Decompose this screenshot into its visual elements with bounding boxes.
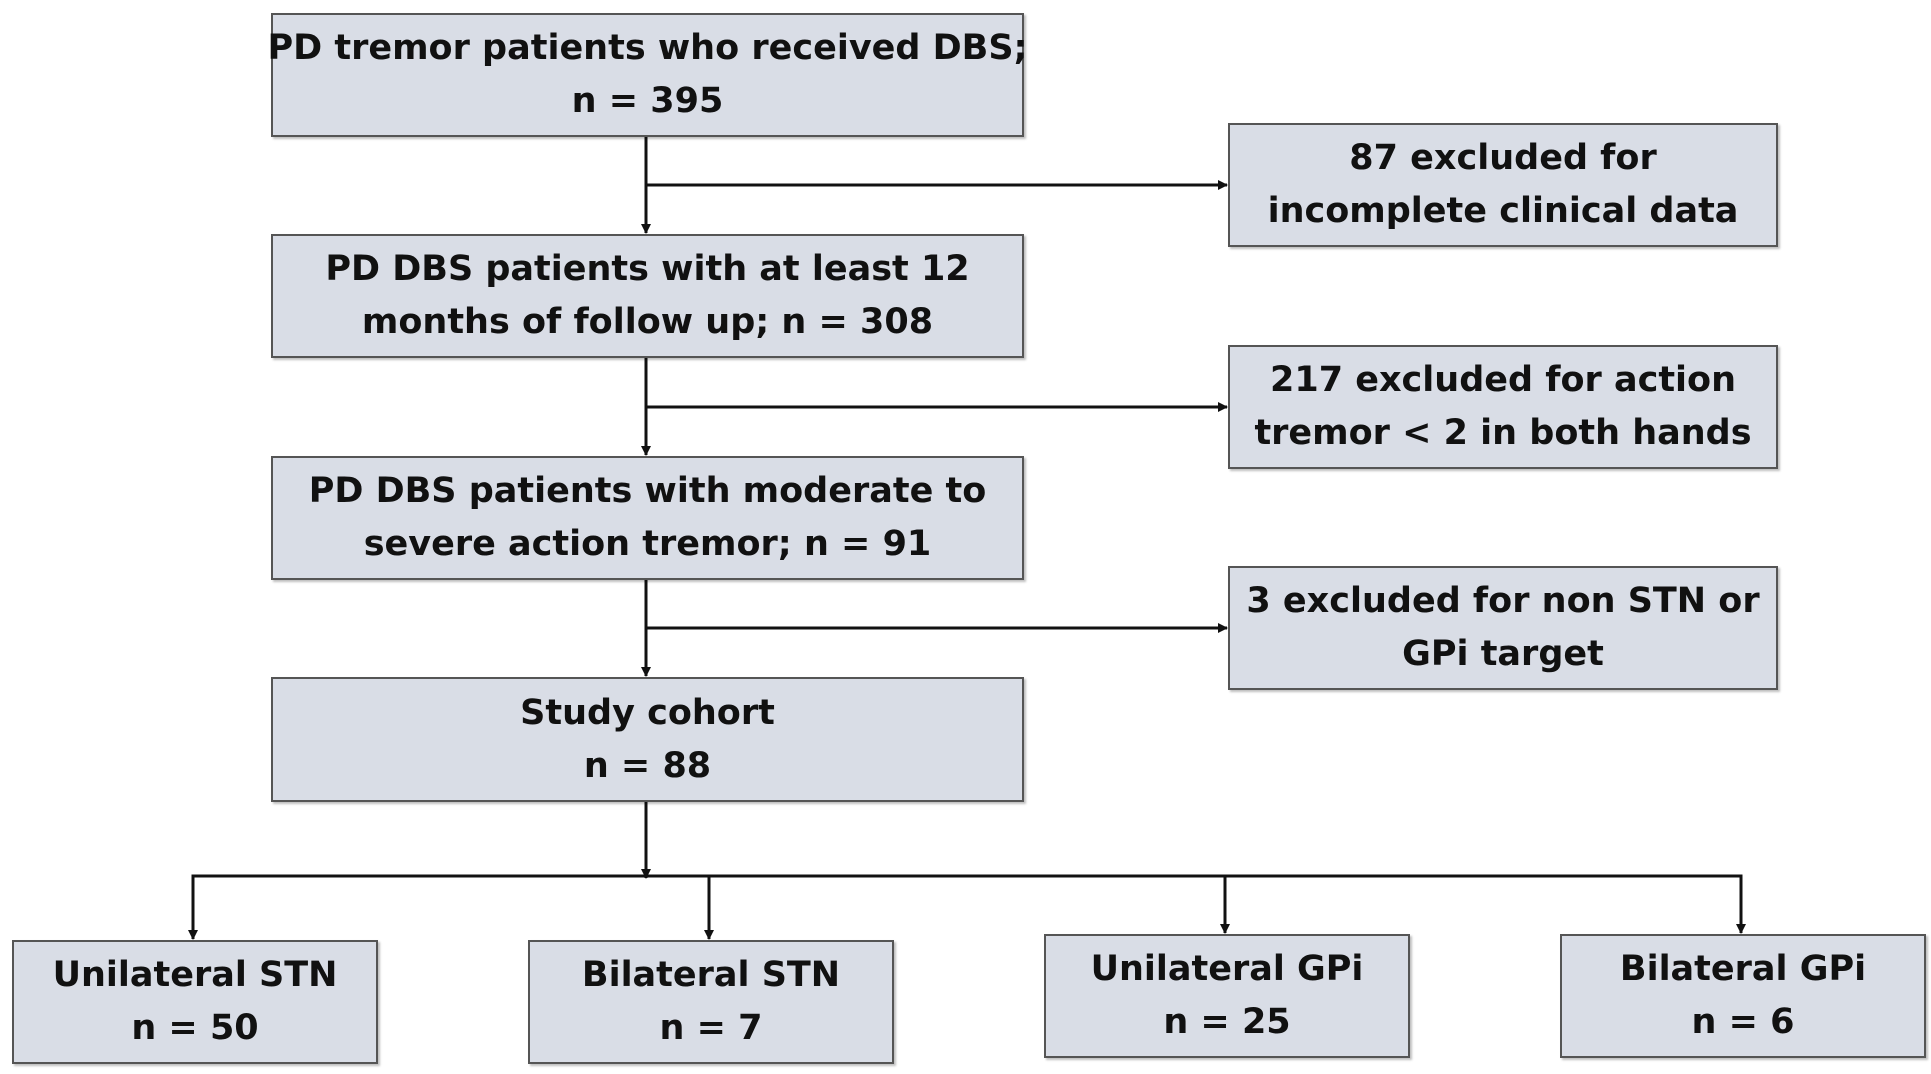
- step-follow-up-box: PD DBS patients with at least 12 months …: [271, 234, 1024, 358]
- group-unilateral-stn-line2: n = 50: [131, 1008, 259, 1048]
- exclusion-target-line1: 3 excluded for non STN or: [1246, 581, 1760, 621]
- exclusion-target-line2: GPi target: [1402, 634, 1604, 674]
- group-bilateral-stn-line1: Bilateral STN: [581, 955, 841, 995]
- study-cohort-line2: n = 88: [583, 745, 712, 786]
- study-cohort-line1: Study cohort: [520, 692, 775, 733]
- exclusion-incomplete-data-box: 87 excluded for incomplete clinical data: [1228, 123, 1778, 247]
- exclusion-target-box: 3 excluded for non STN or GPi target: [1228, 566, 1778, 690]
- group-bilateral-gpi-box: Bilateral GPi n = 6: [1560, 934, 1926, 1058]
- group-unilateral-stn-line1: Unilateral STN: [52, 955, 338, 995]
- group-bilateral-stn-box: Bilateral STN n = 7: [528, 940, 894, 1064]
- group-bilateral-stn-line2: n = 7: [659, 1008, 763, 1048]
- exclusion-incomplete-data-line1: 87 excluded for: [1349, 138, 1657, 178]
- study-cohort-box: Study cohort n = 88: [271, 677, 1024, 802]
- group-bilateral-gpi-line2: n = 6: [1691, 1002, 1795, 1042]
- group-bilateral-gpi-line1: Bilateral GPi: [1619, 949, 1867, 989]
- exclusion-action-tremor-box: 217 excluded for action tremor < 2 in bo…: [1228, 345, 1778, 469]
- connector-split-bar: [191, 874, 1743, 898]
- step-received-dbs-line1: PD tremor patients who received DBS;: [267, 28, 1028, 68]
- group-unilateral-gpi-line2: n = 25: [1163, 1002, 1291, 1042]
- exclusion-action-tremor-line2: tremor < 2 in both hands: [1254, 413, 1752, 453]
- step-action-tremor-line1: PD DBS patients with moderate to: [308, 471, 987, 511]
- step-action-tremor-box: PD DBS patients with moderate to severe …: [271, 456, 1024, 580]
- step-received-dbs-box: PD tremor patients who received DBS; n =…: [267, 13, 1028, 137]
- step-action-tremor-line2: severe action tremor; n = 91: [363, 524, 932, 564]
- group-unilateral-stn-box: Unilateral STN n = 50: [12, 940, 378, 1064]
- step-follow-up-line2: months of follow up; n = 308: [361, 302, 934, 342]
- exclusion-action-tremor-line1: 217 excluded for action: [1269, 360, 1737, 400]
- step-received-dbs-line2: n = 395: [571, 81, 724, 121]
- group-unilateral-gpi-line1: Unilateral GPi: [1090, 949, 1364, 989]
- group-unilateral-gpi-box: Unilateral GPi n = 25: [1044, 934, 1410, 1058]
- step-follow-up-line1: PD DBS patients with at least 12: [325, 249, 970, 289]
- exclusion-incomplete-data-line2: incomplete clinical data: [1267, 191, 1739, 231]
